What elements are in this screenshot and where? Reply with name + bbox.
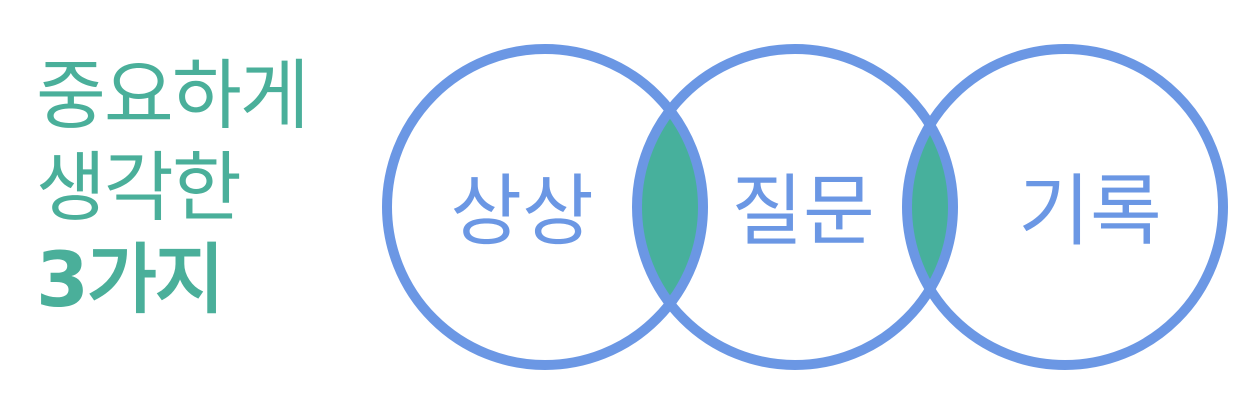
circle-imagination <box>382 44 708 370</box>
label-record: 기록 <box>1018 167 1162 257</box>
circle-question <box>632 44 958 370</box>
circle-record <box>902 44 1228 370</box>
label-imagination: 상상 <box>450 167 594 257</box>
headline-line-1: 중요하게 <box>36 51 310 140</box>
headline-line-3: 3가지 <box>36 235 225 324</box>
headline-line-2: 생각한 <box>36 143 242 232</box>
label-question: 질문 <box>731 167 875 257</box>
headline: 중요하게 생각한 3가지 <box>36 51 310 324</box>
